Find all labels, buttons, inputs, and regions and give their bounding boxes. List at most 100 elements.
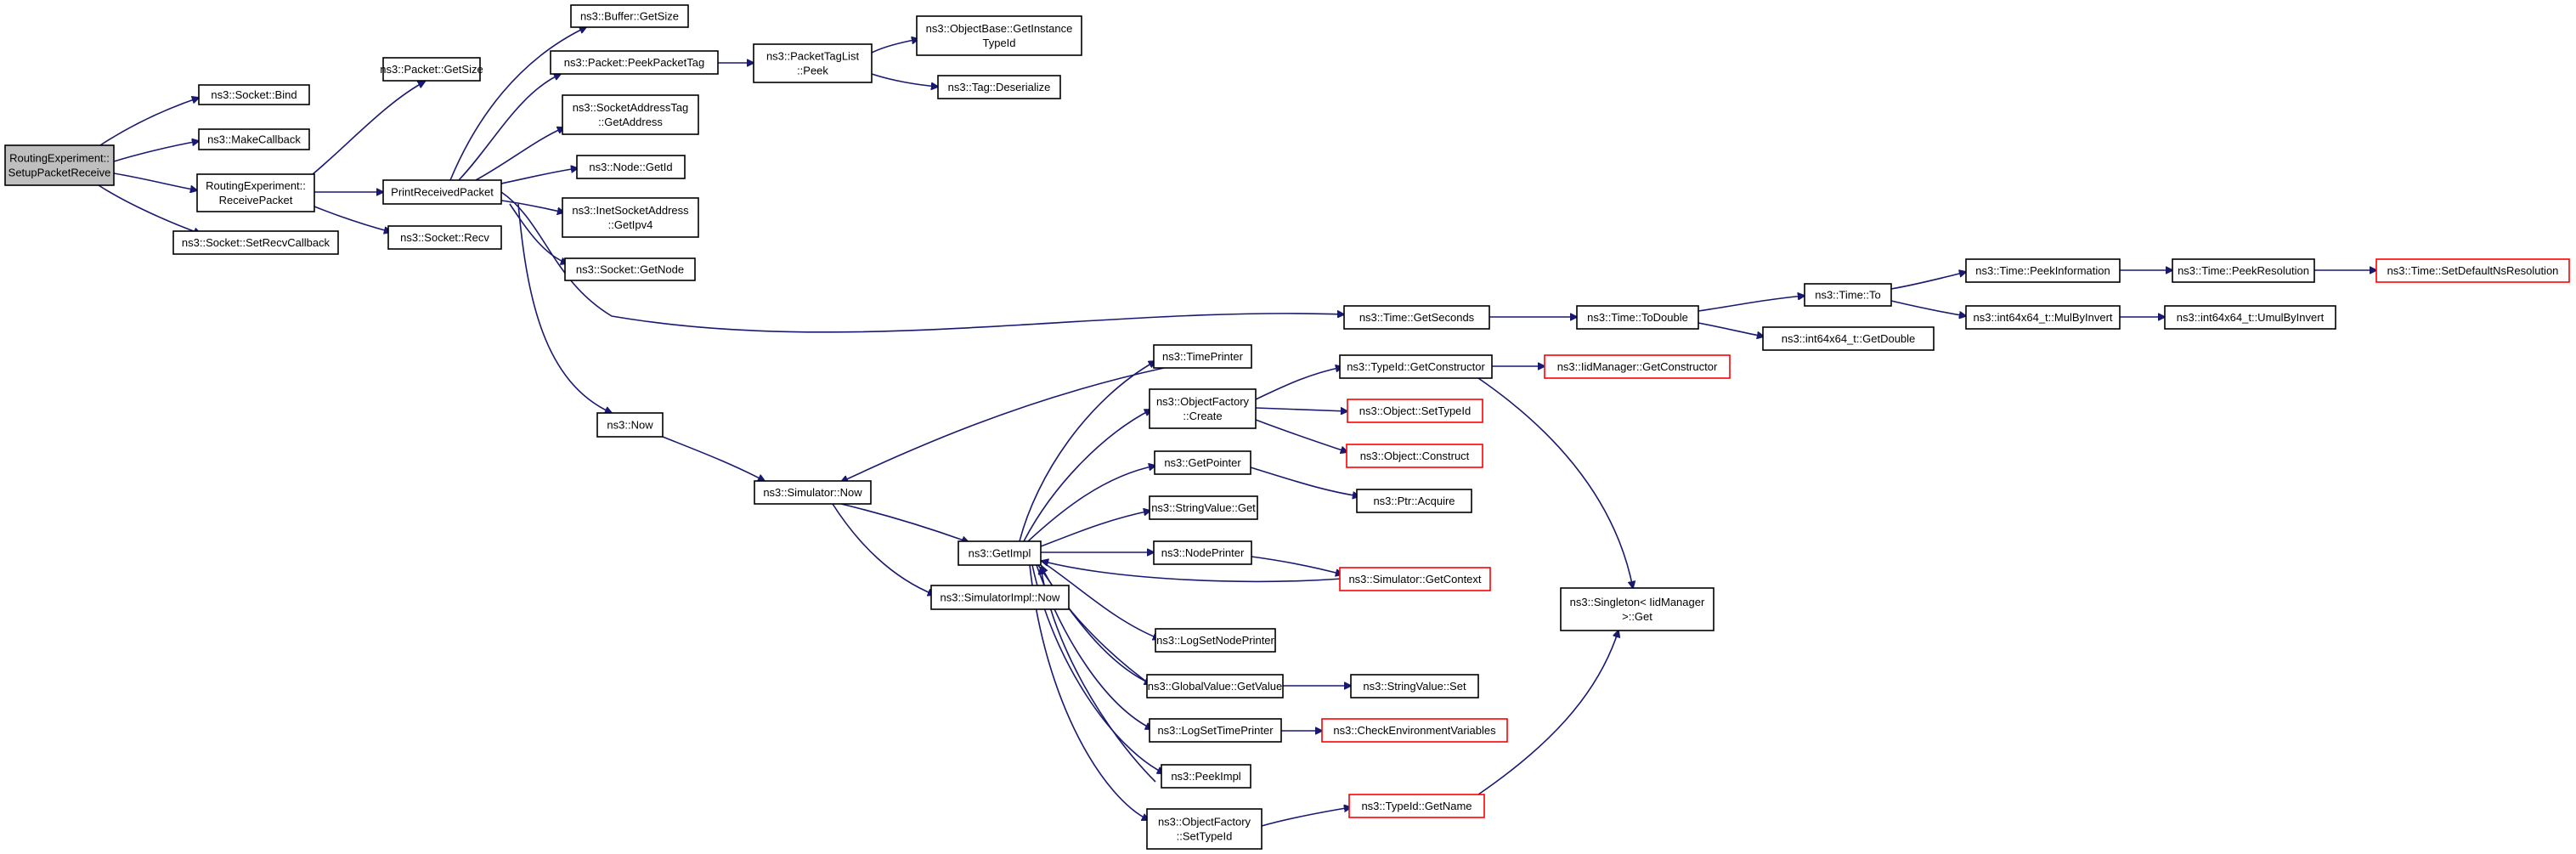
node-time-to[interactable]: ns3::Time::To <box>1804 283 1892 307</box>
node-box[interactable] <box>2164 305 2336 330</box>
node-box[interactable] <box>1161 764 1251 789</box>
node-node-printer[interactable]: ns3::NodePrinter <box>1153 540 1252 565</box>
node-inet-socket-address[interactable]: ns3::InetSocketAddress::GetIpv4 <box>562 197 699 238</box>
node-receive-packet[interactable]: RoutingExperiment::ReceivePacket <box>196 173 315 212</box>
node-type-id-get-constructor[interactable]: ns3::TypeId::GetConstructor <box>1339 354 1493 379</box>
node-ptr-acquire[interactable]: ns3::Ptr::Acquire <box>1356 489 1472 513</box>
node-box[interactable] <box>387 225 502 250</box>
node-box[interactable] <box>753 43 873 83</box>
node-now[interactable]: ns3::Now <box>596 412 664 438</box>
node-node-get-id[interactable]: ns3::Node::GetId <box>576 155 686 179</box>
node-box[interactable] <box>1576 305 1699 330</box>
node-box[interactable] <box>1154 450 1251 475</box>
node-box[interactable] <box>754 480 872 505</box>
node-int64-umul-by-invert[interactable]: ns3::int64x64_t::UmulByInvert <box>2164 305 2336 330</box>
node-peek-packet-tag[interactable]: ns3::Packet::PeekPacketTag <box>550 50 719 75</box>
node-object-construct[interactable]: ns3::Object::Construct <box>1346 444 1483 468</box>
node-global-value-get-value[interactable]: ns3::GlobalValue::GetValue <box>1146 674 1284 698</box>
node-box[interactable] <box>1762 326 1935 351</box>
node-time-peek-resolution[interactable]: ns3::Time::PeekResolution <box>2172 258 2315 283</box>
node-box[interactable] <box>1321 718 1508 743</box>
node-box[interactable] <box>1149 388 1257 429</box>
node-singleton-get[interactable]: ns3::Singleton< IidManager >::Get <box>1560 587 1715 631</box>
node-box[interactable] <box>1149 718 1282 743</box>
node-object-set-type-id[interactable]: ns3::Object::SetTypeId <box>1347 399 1483 423</box>
node-simulator-get-context[interactable]: ns3::Simulator::GetContext <box>1339 567 1491 591</box>
node-log-set-node-printer[interactable]: ns3::LogSetNodePrinter <box>1155 628 1276 653</box>
node-iid-manager-get-constructor[interactable]: ns3::IidManager::GetConstructor <box>1544 354 1731 379</box>
node-simulator-impl-now[interactable]: ns3::SimulatorImpl::Now <box>930 585 1070 610</box>
node-box[interactable] <box>596 412 664 438</box>
node-set-recv-callback[interactable]: ns3::Socket::SetRecvCallback <box>172 230 339 255</box>
node-box[interactable] <box>1965 258 2121 283</box>
node-object-factory-create[interactable]: ns3::ObjectFactory::Create <box>1149 388 1257 429</box>
node-box[interactable] <box>1146 808 1263 850</box>
node-box[interactable] <box>562 197 699 238</box>
node-box[interactable] <box>550 50 719 75</box>
node-box[interactable] <box>937 75 1061 99</box>
node-time-get-seconds[interactable]: ns3::Time::GetSeconds <box>1343 305 1490 330</box>
node-root[interactable]: RoutingExperiment::SetupPacketReceive <box>4 144 115 186</box>
node-box[interactable] <box>1343 305 1490 330</box>
node-box[interactable] <box>1339 354 1493 379</box>
node-time-peek-information[interactable]: ns3::Time::PeekInformation <box>1965 258 2121 283</box>
node-box[interactable] <box>930 585 1070 610</box>
node-box[interactable] <box>1348 794 1485 818</box>
node-box[interactable] <box>1965 305 2121 330</box>
node-box[interactable] <box>916 15 1082 56</box>
node-box[interactable] <box>1339 567 1491 591</box>
node-box[interactable] <box>1346 444 1483 468</box>
node-box[interactable] <box>382 179 502 205</box>
node-box[interactable] <box>2172 258 2315 283</box>
node-socket-address-tag[interactable]: ns3::SocketAddressTag::GetAddress <box>562 94 699 135</box>
node-box[interactable] <box>1804 283 1892 307</box>
node-packet-tag-list-peek[interactable]: ns3::PacketTagList::Peek <box>753 43 873 83</box>
node-log-set-time-printer[interactable]: ns3::LogSetTimePrinter <box>1149 718 1282 743</box>
node-box[interactable] <box>1356 489 1472 513</box>
node-string-value-get[interactable]: ns3::StringValue::Get <box>1149 495 1258 520</box>
node-packet-get-size[interactable]: ns3::Packet::GetSize <box>380 57 483 82</box>
node-box[interactable] <box>1146 674 1284 698</box>
node-box[interactable] <box>1149 495 1258 520</box>
node-box[interactable] <box>382 57 481 82</box>
node-box[interactable] <box>1155 628 1276 653</box>
node-get-impl[interactable]: ns3::GetImpl <box>958 540 1042 566</box>
node-check-environment-variables[interactable]: ns3::CheckEnvironmentVariables <box>1321 718 1508 743</box>
node-box[interactable] <box>1153 344 1252 369</box>
node-type-id-get-name[interactable]: ns3::TypeId::GetName <box>1348 794 1485 818</box>
node-time-to-double[interactable]: ns3::Time::ToDouble <box>1576 305 1699 330</box>
node-box[interactable] <box>196 173 315 212</box>
node-get-pointer[interactable]: ns3::GetPointer <box>1154 450 1251 475</box>
node-box[interactable] <box>958 540 1042 566</box>
node-box[interactable] <box>576 155 686 179</box>
node-socket-recv[interactable]: ns3::Socket::Recv <box>387 225 502 250</box>
node-time-printer[interactable]: ns3::TimePrinter <box>1153 344 1252 369</box>
node-box[interactable] <box>1544 354 1731 379</box>
node-simulator-now[interactable]: ns3::Simulator::Now <box>754 480 872 505</box>
node-box[interactable] <box>172 230 339 255</box>
node-socket-get-node[interactable]: ns3::Socket::GetNode <box>564 257 696 281</box>
node-box[interactable] <box>2375 258 2570 283</box>
node-socket-bind[interactable]: ns3::Socket::Bind <box>198 84 310 105</box>
node-box[interactable] <box>562 94 699 135</box>
node-make-callback[interactable]: ns3::MakeCallback <box>198 128 310 150</box>
node-box[interactable] <box>564 257 696 281</box>
node-box[interactable] <box>1560 587 1715 631</box>
node-box[interactable] <box>1350 674 1479 698</box>
node-string-value-set[interactable]: ns3::StringValue::Set <box>1350 674 1479 698</box>
node-box[interactable] <box>570 4 689 28</box>
node-peek-impl[interactable]: ns3::PeekImpl <box>1161 764 1251 789</box>
node-time-set-default-ns-resolution[interactable]: ns3::Time::SetDefaultNsResolution <box>2375 258 2570 283</box>
node-box[interactable] <box>1347 399 1483 423</box>
node-box[interactable] <box>4 144 115 186</box>
node-box[interactable] <box>198 84 310 105</box>
node-int64-get-double[interactable]: ns3::int64x64_t::GetDouble <box>1762 326 1935 351</box>
node-box[interactable] <box>198 128 310 150</box>
node-buffer-get-size[interactable]: ns3::Buffer::GetSize <box>570 4 689 28</box>
node-tag-deserialize[interactable]: ns3::Tag::Deserialize <box>937 75 1061 99</box>
node-print-received-packet[interactable]: PrintReceivedPacket <box>382 179 502 205</box>
node-box[interactable] <box>1153 540 1252 565</box>
node-int64-mul-by-invert[interactable]: ns3::int64x64_t::MulByInvert <box>1965 305 2121 330</box>
node-object-factory-set-type-id[interactable]: ns3::ObjectFactory::SetTypeId <box>1146 808 1263 850</box>
